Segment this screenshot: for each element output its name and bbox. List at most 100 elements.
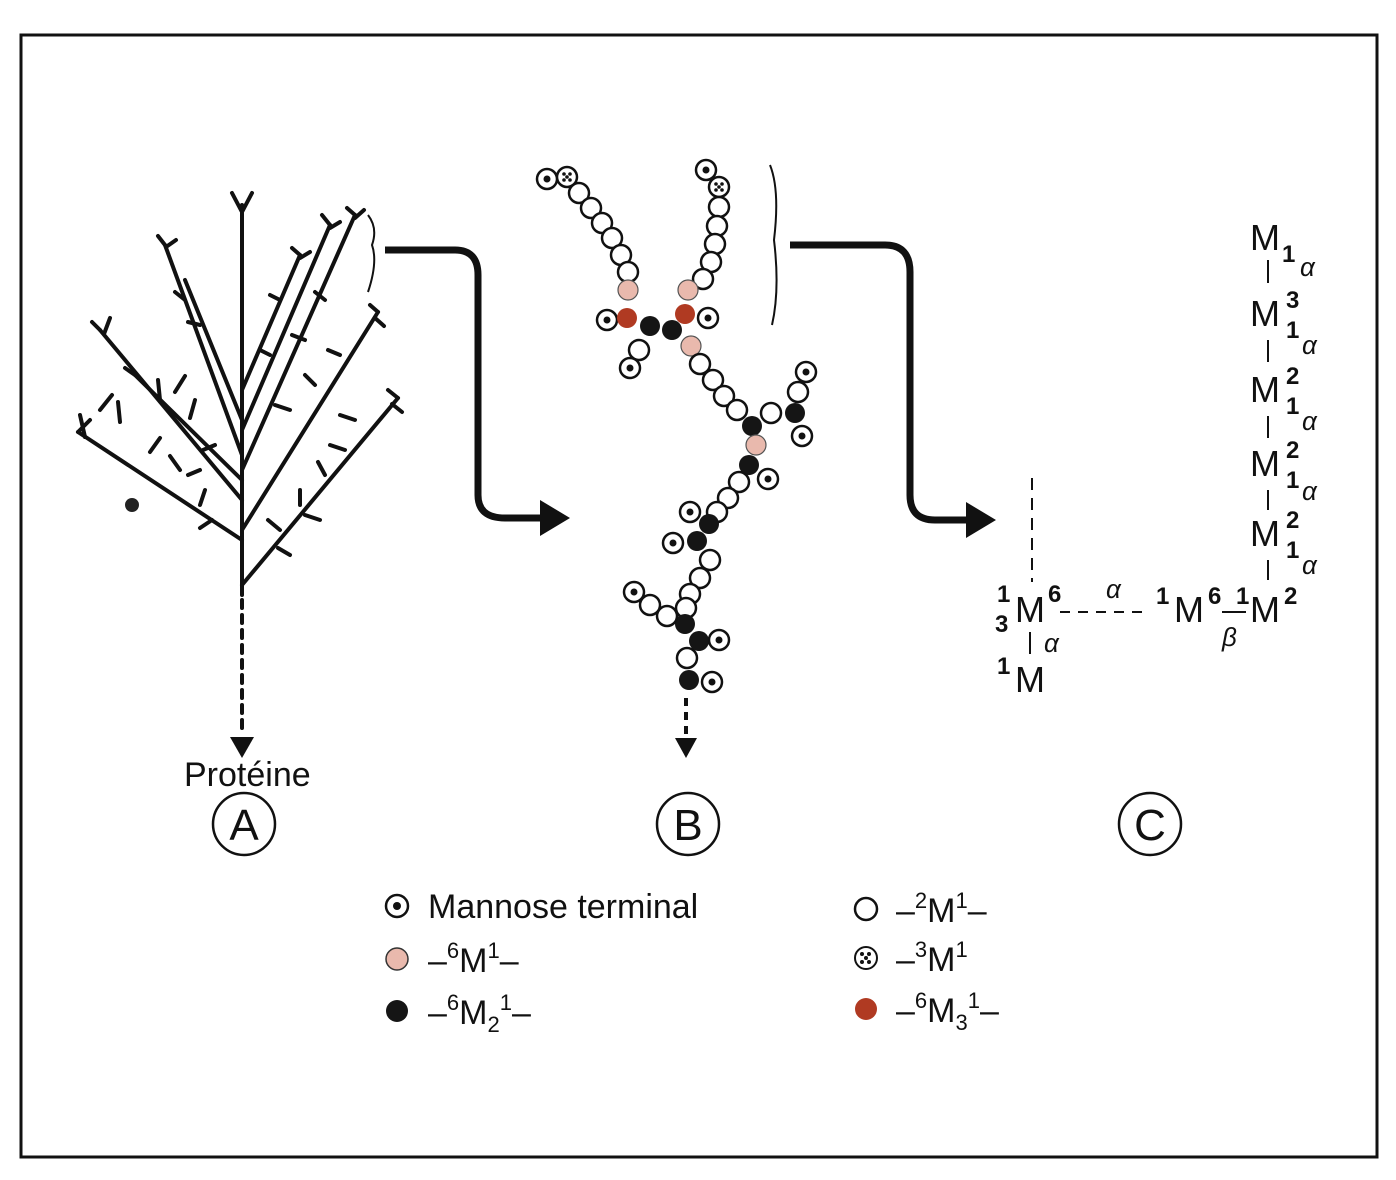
c-alpha-branch: α [1044, 628, 1060, 658]
bead-black [687, 531, 707, 551]
panel-a-tree [76, 191, 404, 737]
legend-terminal-label: Mannose terminal [428, 888, 698, 926]
c-m-branch-sup6: 6 [1048, 581, 1061, 608]
bead-white [698, 548, 722, 572]
c-alpha-4: α [1302, 476, 1318, 506]
c-m-4-sup: 2 [1286, 437, 1299, 464]
panel-b-arrowhead [675, 738, 697, 758]
c-m-5: M [1250, 513, 1280, 554]
c-m-branch-presub: 3 [995, 611, 1008, 638]
bead-white [725, 398, 749, 422]
arrow-b-to-c-head [966, 502, 996, 538]
arrow-a-to-b-head [540, 500, 570, 536]
bead-terminal [694, 158, 718, 182]
bead-dotted [707, 175, 731, 199]
c-alpha-2: α [1302, 330, 1318, 360]
c-m-bottom-presup: 1 [997, 653, 1010, 680]
c-m-beta-sup6: 6 [1208, 583, 1221, 610]
legend: Mannose terminal –6M1– –6M21– –2M1– –3M1… [384, 888, 999, 1037]
legend-m3-1: –3M1 [896, 937, 968, 979]
bead-pink [617, 279, 639, 301]
bead-black [785, 403, 805, 423]
c-m-2-sup: 3 [1286, 287, 1299, 314]
c-m-branch: M [1015, 589, 1045, 630]
bead-white [703, 232, 727, 256]
legend-m6-3-1: –6M31– [896, 988, 999, 1035]
bead-terminal [622, 580, 646, 604]
bead-black [675, 614, 695, 634]
legend-icon-terminal [384, 893, 410, 919]
bead-white [691, 267, 715, 291]
bead-white [727, 470, 751, 494]
bead-terminal [696, 306, 720, 330]
bead-pink [680, 335, 702, 357]
bead-white [701, 368, 725, 392]
bead-white [627, 338, 651, 362]
c-alpha-link: α [1106, 574, 1122, 604]
bead-pink [745, 434, 767, 456]
legend-m2-1: –2M1– [896, 888, 987, 930]
c-m-top-sub: 1 [1282, 241, 1295, 268]
legend-m6-2-1: –6M21– [428, 990, 531, 1037]
bead-white [579, 196, 603, 220]
bead-white [567, 181, 591, 205]
bead-black [742, 416, 762, 436]
panel-a-letter-ring [211, 791, 277, 857]
bead-terminal [618, 356, 642, 380]
panel-b-brace [769, 164, 778, 326]
bead-terminal [678, 500, 702, 524]
panel-a-letter: A [229, 801, 259, 850]
c-m-3: M [1250, 369, 1280, 410]
bead-terminal [794, 360, 818, 384]
c-m-beta-presup: 1 [1156, 583, 1169, 610]
c-m-3-sub: 1 [1286, 393, 1299, 420]
c-m-2-sub: 1 [1286, 317, 1299, 344]
bead-white [675, 646, 699, 670]
bead-white [759, 401, 783, 425]
legend-icon-white [853, 896, 879, 922]
bead-white [688, 352, 712, 376]
protein-label: Protéine [184, 756, 311, 794]
legend-icon-dotted [854, 946, 878, 970]
panel-b-letter: B [673, 801, 702, 850]
panel-c-structure: M 1 α M 3 1 α M 2 1 α M 2 1 α M 2 1 α M … [995, 217, 1318, 700]
c-m-3-sup: 2 [1286, 363, 1299, 390]
bead-black [662, 320, 682, 340]
bead-red [675, 304, 695, 324]
arrow-a-to-b [385, 246, 545, 522]
c-alpha-3: α [1302, 406, 1318, 436]
bead-terminal [707, 628, 731, 652]
panel-a-blob [125, 498, 139, 512]
c-alpha-5: α [1302, 550, 1318, 580]
bead-black [679, 670, 699, 690]
c-alpha-1: α [1300, 252, 1316, 282]
c-m-4-sub: 1 [1286, 467, 1299, 494]
bead-white [600, 226, 624, 250]
arrow-b-to-c [790, 241, 970, 524]
bead-terminal [535, 167, 559, 191]
c-m-beta-sup1: 1 [1236, 583, 1249, 610]
c-beta: β [1221, 622, 1237, 652]
bead-terminal [700, 670, 724, 694]
c-m-5-sub: 1 [1286, 537, 1299, 564]
bead-white [638, 593, 662, 617]
bead-terminal [661, 531, 685, 555]
panel-b-letter-ring [655, 791, 721, 857]
panel-a-arrowhead [230, 737, 254, 758]
bead-black [689, 631, 709, 651]
bead-white [712, 384, 736, 408]
bead-terminal [595, 308, 619, 332]
bead-dotted [555, 165, 579, 189]
c-m-beta: M [1174, 589, 1204, 630]
panel-a-brace [367, 214, 376, 293]
bead-white [688, 566, 712, 590]
legend-icon-pink [385, 947, 409, 971]
c-m-branch-presup: 1 [997, 581, 1010, 608]
c-m-root-sup: 2 [1284, 583, 1297, 610]
bead-black [699, 514, 719, 534]
c-m-top: M [1250, 217, 1280, 258]
legend-icon-black [386, 1000, 408, 1022]
bead-white [616, 260, 640, 284]
c-m-5-sup: 2 [1286, 507, 1299, 534]
